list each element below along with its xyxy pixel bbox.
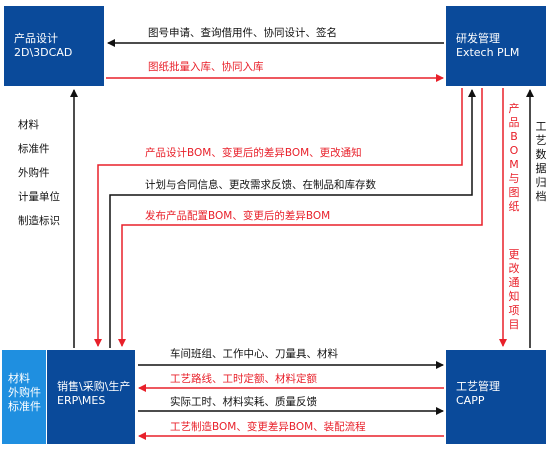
left-list-item: 外购件: [18, 166, 50, 179]
side-box-line1: 材料: [8, 372, 30, 385]
arrow-erp-to-plm: [109, 89, 476, 348]
plm-box-title: 研发管理: [456, 32, 500, 45]
cad-box: 产品设计 2D\3DCAD: [4, 6, 104, 86]
left-data-list: 材料 标准件 外购件 计量单位 制造标识: [18, 118, 60, 227]
label-plm-to-capp-2: 更改通知项目: [509, 248, 520, 331]
side-box-line2: 外购件: [8, 386, 41, 399]
label-erp-to-plm: 计划与合同信息、更改需求反馈、在制品和库存数: [145, 178, 376, 191]
left-list-item: 计量单位: [18, 190, 60, 203]
label-erp-to-capp-2: 实际工时、材料实耗、质量反馈: [170, 395, 317, 408]
capp-box-subtitle: CAPP: [456, 394, 485, 407]
label-plm-to-erp-1: 产品设计BOM、变更后的差异BOM、更改通知: [145, 146, 362, 159]
capp-box-title: 工艺管理: [456, 380, 500, 393]
label-capp-to-erp-2: 工艺制造BOM、变更差异BOM、装配流程: [170, 420, 366, 433]
arrow-plm-to-erp-1: [94, 88, 463, 347]
label-capp-to-plm: 工艺数据归档: [536, 120, 547, 203]
left-list-item: 标准件: [18, 143, 50, 155]
arrow-plm-to-erp-2: [118, 88, 483, 347]
left-list-item: 制造标识: [18, 214, 60, 227]
label-cad-to-plm: 图纸批量入库、协同入库: [148, 60, 264, 73]
materials-side-box: 材料 外购件 标准件: [2, 350, 46, 444]
cad-box-subtitle: 2D\3DCAD: [14, 46, 73, 59]
label-plm-to-cad: 图号申请、查询借用件、协同设计、签名: [148, 26, 337, 39]
erp-box: 销售\采购\生产 ERP\MES: [47, 350, 135, 444]
label-erp-to-capp-1: 车间班组、工作中心、刀量具、材料: [170, 347, 338, 360]
plm-box-subtitle: Extech PLM: [456, 46, 520, 59]
erp-box-title: 销售\采购\生产: [57, 380, 131, 393]
label-plm-to-erp-2: 发布产品配置BOM、变更后的差异BOM: [145, 209, 330, 222]
cad-box-title: 产品设计: [14, 32, 58, 45]
erp-box-subtitle: ERP\MES: [57, 394, 106, 407]
capp-box: 工艺管理 CAPP: [446, 350, 546, 444]
plm-box: 研发管理 Extech PLM: [446, 6, 546, 86]
label-capp-to-erp-1: 工艺路线、工时定额、材料定额: [170, 372, 317, 385]
side-box-line3: 标准件: [8, 400, 41, 413]
left-list-item: 材料: [18, 118, 39, 131]
